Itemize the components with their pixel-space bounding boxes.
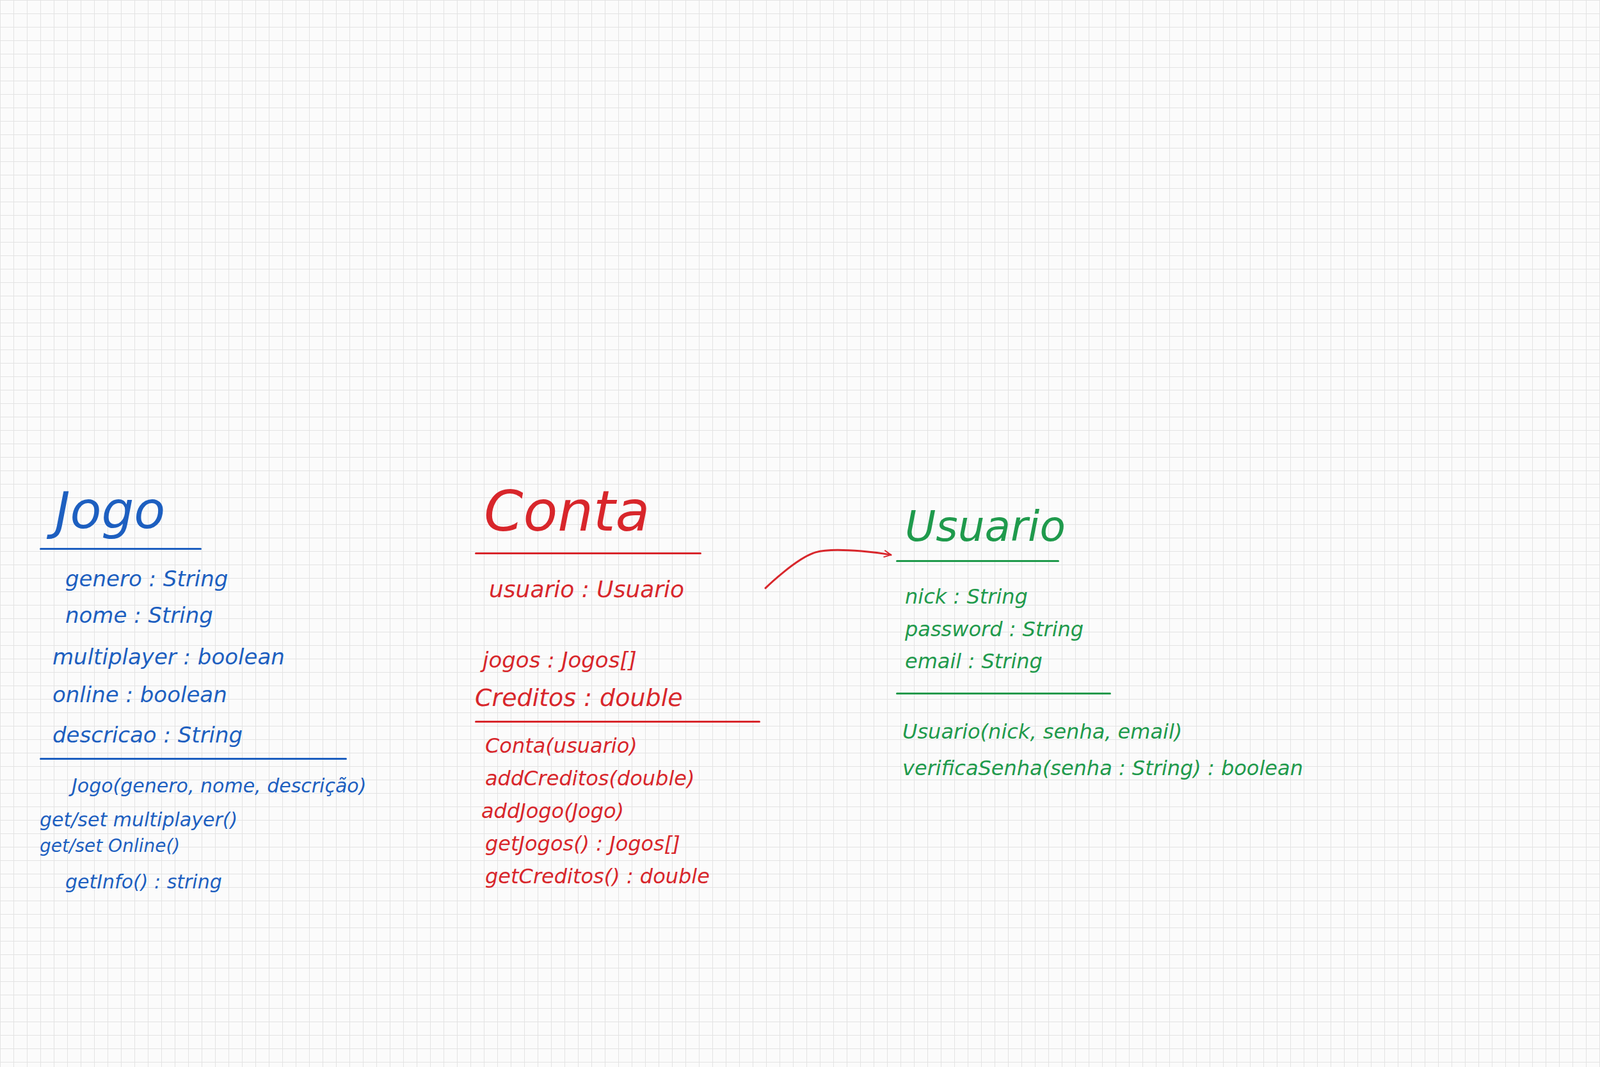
class-attribute: multiplayer : boolean xyxy=(52,644,285,670)
class-separator xyxy=(474,552,702,555)
class-method: verificaSenha(senha : String) : boolean xyxy=(902,756,1304,781)
class-attribute: Creditos : double xyxy=(474,684,683,713)
class-separator xyxy=(39,757,347,760)
class-separator xyxy=(896,560,1060,562)
association-arrow xyxy=(765,549,891,589)
class-separator xyxy=(474,720,761,723)
class-name: Usuario xyxy=(904,502,1066,552)
class-separator xyxy=(896,692,1112,695)
class-method: getInfo() : string xyxy=(65,871,223,894)
class-attribute: jogos : Jogos[] xyxy=(482,647,637,673)
class-attribute: usuario : Usuario xyxy=(488,576,685,603)
class-box: Conta usuario : Usuario jogos : Jogos[] Cre… xyxy=(474,478,761,888)
class-method: getJogos() : Jogos[] xyxy=(485,832,681,856)
class-method: addJogo(Jogo) xyxy=(481,799,624,824)
class-attribute: nick : String xyxy=(904,584,1028,609)
class-name: Jogo xyxy=(55,481,166,541)
class-method: addCreditos(double) xyxy=(485,766,695,791)
class-attribute: password : String xyxy=(904,617,1084,642)
class-box: Jogo genero : String nome : String multipla… xyxy=(39,481,367,893)
class-attribute: online : boolean xyxy=(52,682,228,708)
class-method: get/set multiplayer() xyxy=(39,808,238,832)
class-method: Usuario(nick, senha, email) xyxy=(902,720,1183,744)
class-name: Conta xyxy=(483,478,651,544)
class-box: Usuario nick : String password : String ema… xyxy=(896,502,1304,781)
class-method: Jogo(genero, nome, descrição) xyxy=(71,775,367,798)
class-attribute: genero : String xyxy=(65,566,228,592)
class-method: getCreditos() : double xyxy=(485,864,710,889)
class-method: get/set Online() xyxy=(39,835,180,857)
class-attribute: descricao : String xyxy=(52,722,243,748)
class-separator xyxy=(39,547,202,550)
class-attribute: nome : String xyxy=(65,602,214,628)
class-method: Conta(usuario) xyxy=(485,734,638,758)
class-attribute: email : String xyxy=(904,649,1043,674)
